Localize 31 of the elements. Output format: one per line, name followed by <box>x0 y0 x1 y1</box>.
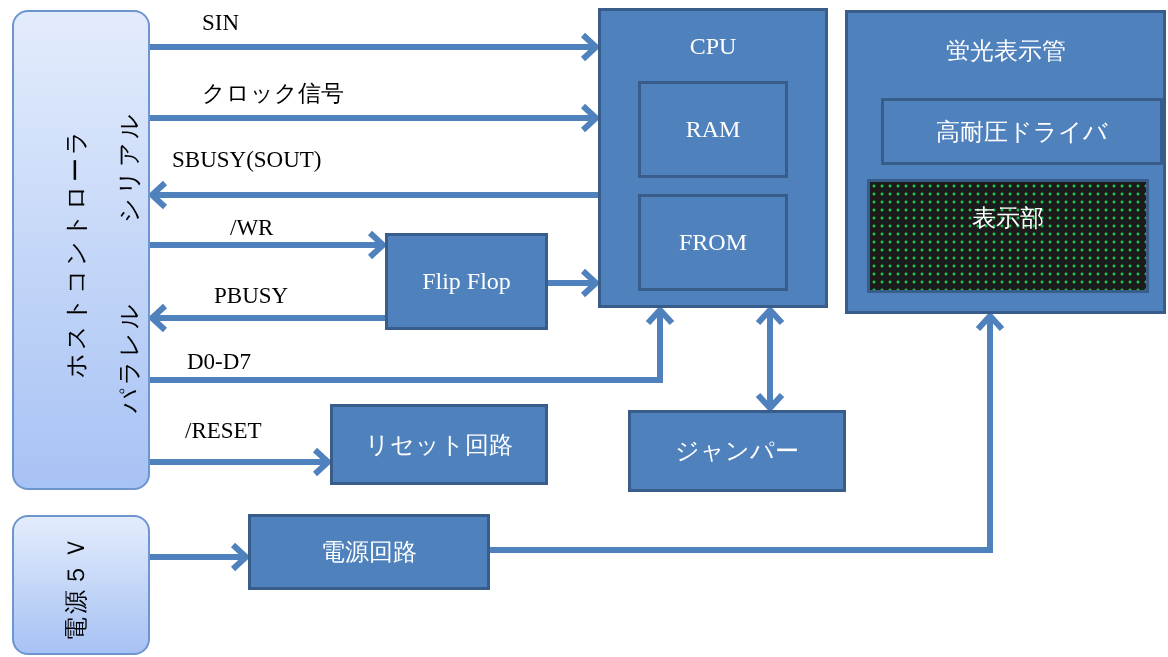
box-label: 蛍光表示管 <box>944 37 1067 66</box>
arrow <box>149 303 385 333</box>
arrow <box>490 313 1005 553</box>
jumper-box: ジャンパー <box>628 410 846 492</box>
arrow <box>150 32 599 62</box>
reset-circuit-box: リセット回路 <box>330 404 548 485</box>
arrow <box>150 103 599 133</box>
box-label: ホストコントローラ <box>62 126 90 378</box>
flip-flop-box: Flip Flop <box>385 233 548 330</box>
arrow <box>150 542 249 572</box>
arrow <box>150 447 331 477</box>
driver-box: 高耐圧ドライバ <box>881 98 1163 165</box>
arrow <box>150 230 386 260</box>
box-label: シリアル <box>115 111 143 223</box>
cpu-box <box>598 8 828 308</box>
dot-matrix-display <box>867 179 1149 293</box>
box-label: 表示部 <box>971 204 1045 233</box>
memory-box: RAM <box>638 81 788 178</box>
box-label: CPU <box>688 33 738 60</box>
edge-label: SBUSY(SOUT) <box>170 147 324 173</box>
box-label: 電源５Ｖ <box>62 533 90 641</box>
controller-box <box>12 10 150 490</box>
power-circuit-box: 電源回路 <box>248 514 490 590</box>
memory-box: FROM <box>638 194 788 291</box>
arrow <box>755 307 785 411</box>
arrow <box>548 268 599 298</box>
arrow <box>149 180 598 210</box>
display-tube-box <box>845 10 1166 314</box>
arrow <box>150 307 675 383</box>
power-input-box <box>12 515 150 655</box>
box-label: パラレル <box>115 301 143 413</box>
